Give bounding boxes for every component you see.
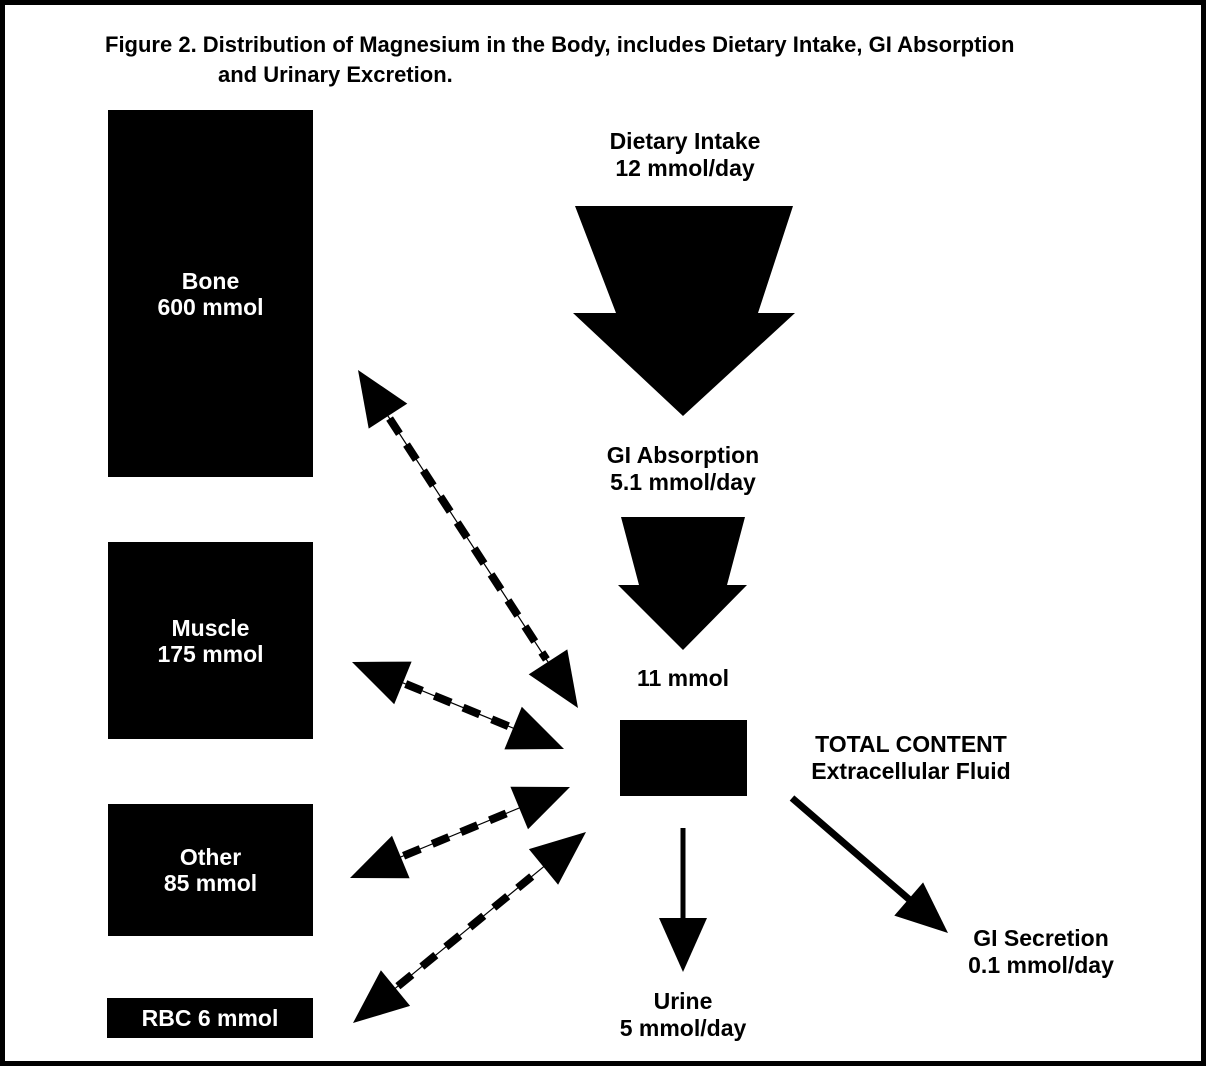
absorbed-amount-value: 11 mmol [636,665,730,691]
figure-title-line1: Figure 2. Distribution of Magnesium in t… [105,32,1015,57]
gi-secretion-rate: 0.1 mmol/day [968,952,1114,978]
gi-secretion-label: GI Secretion 0.1 mmol/day [968,925,1114,979]
compartment-bone-box: Bone 600 mmol [108,110,313,477]
compartment-other-amount: 85 mmol [163,870,258,896]
gi-absorption-name: GI Absorption [606,442,760,468]
figure-title-line2: and Urinary Excretion. [218,62,453,87]
dietary-intake-rate: 12 mmol/day [615,155,755,181]
compartment-other-box: Other 85 mmol [108,804,313,936]
extracellular-fluid-box [620,720,747,796]
gi-secretion-name: GI Secretion [973,925,1109,951]
compartment-rbc-label: RBC 6 mmol [141,1005,279,1031]
gi-secretion-arrow-icon [789,795,948,933]
compartment-rbc-box: RBC 6 mmol [107,998,313,1038]
urine-rate: 5 mmol/day [619,1015,747,1041]
gi-absorption-rate: 5.1 mmol/day [610,469,756,495]
urine-name: Urine [653,988,713,1014]
compartment-other-name: Other [179,844,242,870]
dietary-intake-name: Dietary Intake [609,128,761,154]
muscle-ecf-exchange-arrow [352,661,564,750]
compartment-muscle-name: Muscle [171,614,250,641]
gi-absorption-label: GI Absorption 5.1 mmol/day [607,442,759,496]
figure-title: Figure 2. Distribution of Magnesium in t… [105,30,1165,90]
dietary-intake-arrow-icon [573,206,795,416]
gi-absorption-arrow-icon [618,517,747,650]
total-content-label: TOTAL CONTENT Extracellular Fluid [811,731,1010,785]
compartment-muscle-box: Muscle 175 mmol [108,542,313,739]
compartment-bone-name: Bone [181,267,240,294]
compartment-bone-amount: 600 mmol [157,293,264,320]
diagram-shapes [350,206,948,1023]
urine-arrow-icon [659,828,707,972]
rbc-ecf-exchange-arrow [353,832,586,1023]
urine-label: Urine 5 mmol/day [620,988,747,1042]
dietary-intake-label: Dietary Intake 12 mmol/day [610,128,761,182]
absorbed-amount-label: 11 mmol [637,665,729,692]
total-content-line2: Extracellular Fluid [811,758,1011,784]
total-content-line1: TOTAL CONTENT [815,731,1007,757]
bone-ecf-exchange-arrow [358,370,578,708]
other-ecf-exchange-arrow [350,786,570,879]
compartment-muscle-amount: 175 mmol [157,640,264,667]
